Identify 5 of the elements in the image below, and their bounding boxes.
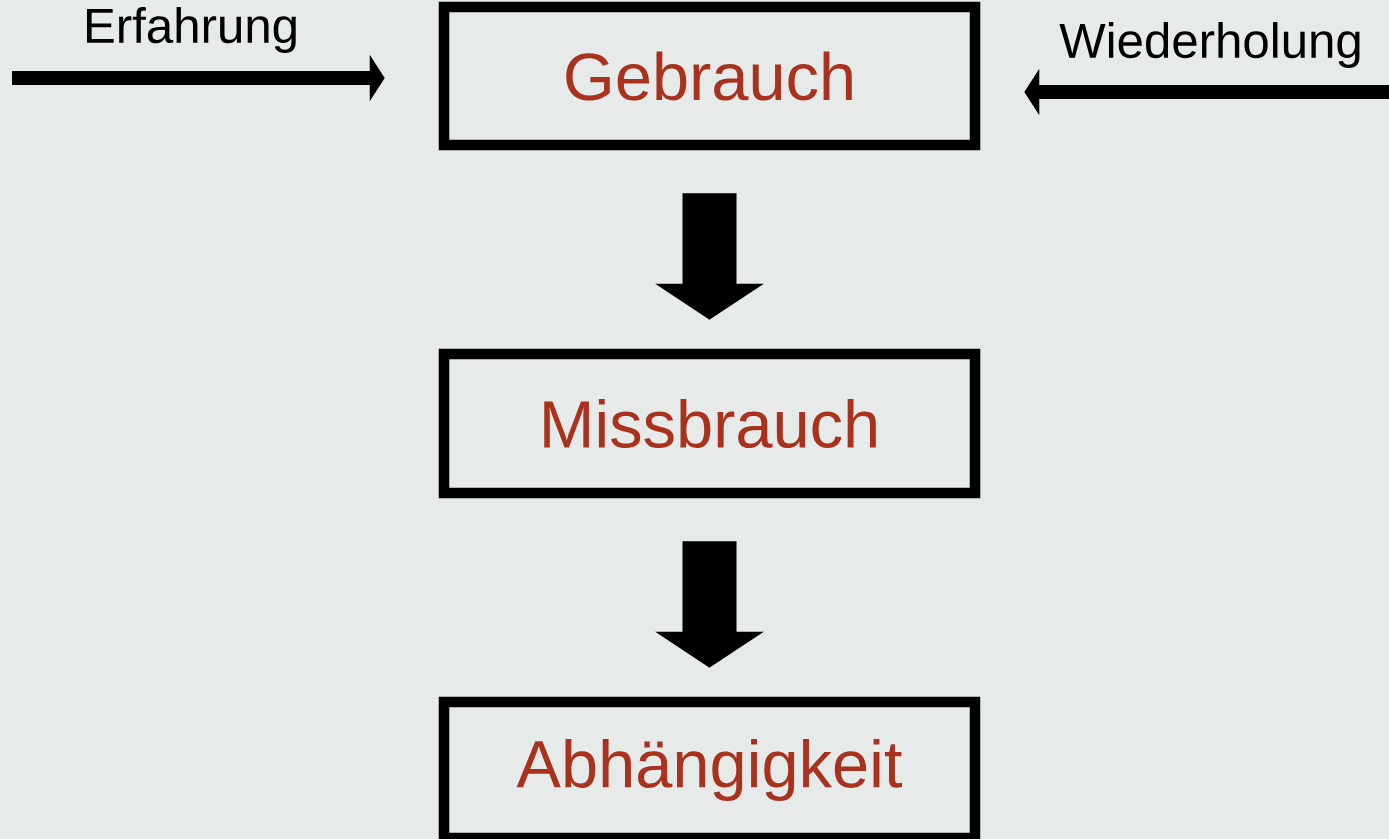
process-box: Missbrauch: [438, 348, 981, 499]
edge-label: Wiederholung: [1059, 22, 1360, 68]
process-box: Abhängigkeit: [438, 696, 981, 839]
edge-label: Erfahrung: [87, 7, 296, 53]
process-box: Gebrauch: [438, 1, 981, 151]
